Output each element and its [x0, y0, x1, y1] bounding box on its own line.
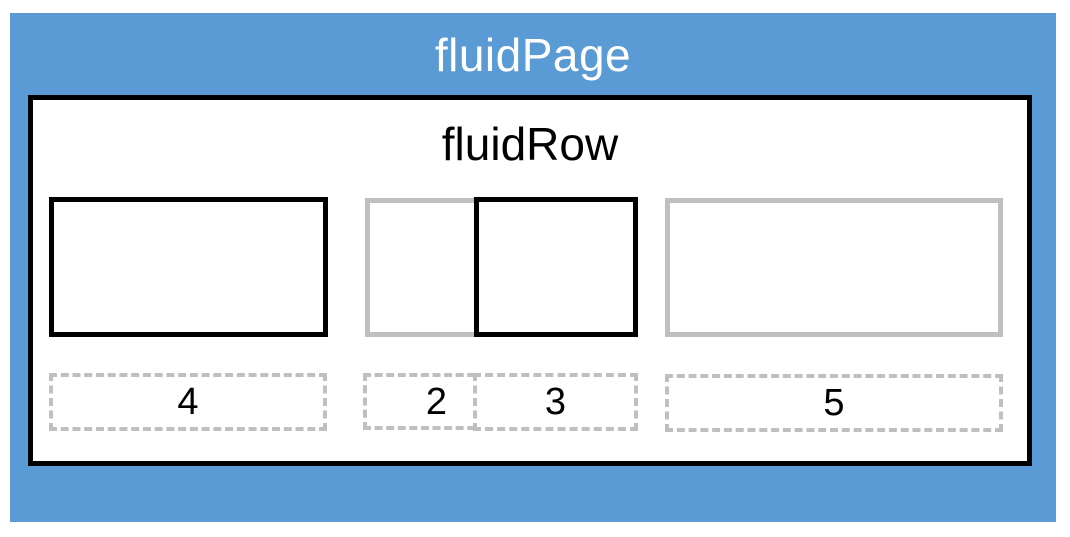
width-label-2: 2: [425, 380, 448, 423]
width-indicator-5: 5: [665, 374, 1003, 432]
width-label-5: 5: [823, 382, 845, 424]
fluidpage-label: fluidPage: [434, 29, 632, 81]
column-box-width-5: [665, 198, 1003, 337]
width-indicator-4: 4: [49, 373, 327, 431]
width-indicator-3: 3: [473, 373, 638, 431]
fluidrow-label: fluidRow: [441, 118, 619, 170]
width-label-3: 3: [544, 381, 567, 423]
column-box-width-4: [49, 197, 328, 337]
width-label-4: 4: [177, 381, 199, 423]
fluidrow-container: fluidRow 4 2 3 5: [28, 95, 1032, 466]
column-box-width-3: [474, 197, 638, 337]
fluidpage-container: fluidPage fluidRow 4 2 3 5: [10, 13, 1056, 522]
